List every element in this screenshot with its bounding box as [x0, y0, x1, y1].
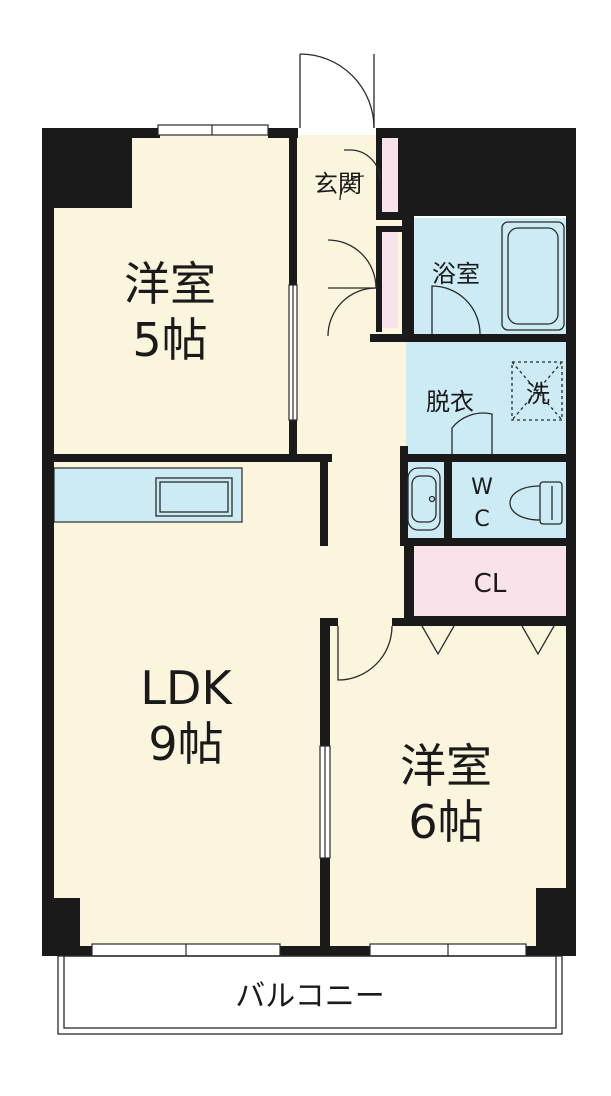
sink-floor	[404, 462, 444, 538]
ldk-name: LDK	[140, 661, 233, 715]
room5-name: 洋室	[124, 257, 216, 311]
washbasin	[407, 467, 441, 531]
wc-floor	[452, 462, 566, 538]
storage-door-swing-2	[327, 287, 377, 337]
room6-size: 6帖	[408, 795, 483, 849]
storage-door-swing-1	[327, 239, 377, 289]
closet-door-2	[521, 625, 555, 656]
bathroom-label: 浴室	[432, 260, 480, 288]
shoe-storage-lower	[380, 230, 398, 328]
closet-floor	[412, 545, 566, 617]
toilet-tank	[539, 481, 563, 525]
toilet-bowl	[509, 485, 541, 521]
closet-label: CL	[474, 569, 507, 599]
ldk-floor	[52, 462, 325, 947]
washer-label: 洗	[526, 380, 550, 408]
western-room-6-floor	[330, 625, 566, 947]
dressing-floor	[406, 342, 566, 454]
washer-pan	[511, 361, 563, 421]
room6-door-swing	[337, 625, 393, 681]
fixtures	[57, 221, 565, 1035]
bathroom-door-swing	[431, 285, 481, 335]
dressing-door-swing	[451, 412, 493, 454]
kitchen-counter	[53, 467, 243, 523]
dressing-label: 脱衣	[426, 388, 474, 416]
ldk-size: 9帖	[148, 717, 223, 771]
entrance-label: 玄関	[314, 170, 362, 198]
shoe-storage-upper	[380, 137, 398, 215]
window-top	[157, 124, 269, 136]
wc-label-w: W	[471, 475, 493, 500]
labels: 洋室 5帖 LDK 9帖 洋室 6帖 玄関 浴室 脱衣 洗 W C CL バルコ…	[124, 170, 550, 1014]
walls	[42, 128, 576, 956]
room5-size: 5帖	[132, 313, 207, 367]
windows	[91, 124, 527, 957]
balcony-label: バルコニー	[235, 979, 384, 1014]
kitchen-sink	[155, 477, 233, 517]
closet-door-1	[421, 625, 455, 656]
wc-label-c: C	[474, 507, 489, 532]
front-door-swing	[299, 53, 375, 129]
bathtub	[501, 221, 565, 331]
door-swings	[299, 53, 555, 681]
room6-name: 洋室	[400, 739, 492, 793]
